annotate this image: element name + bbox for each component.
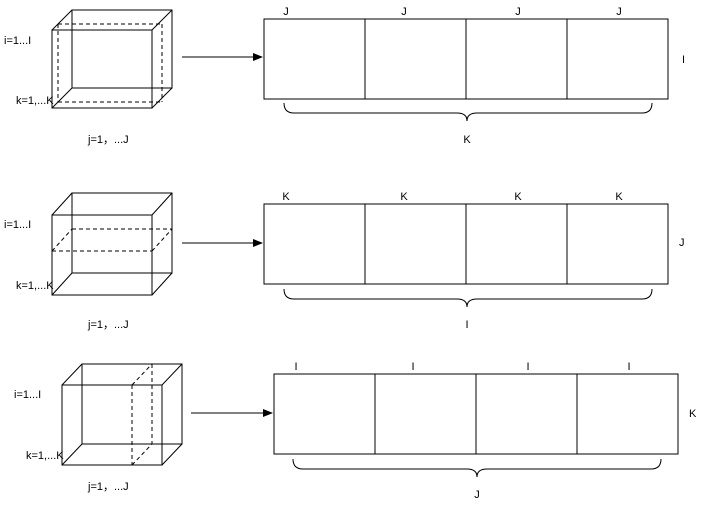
row-1-cube [51, 9, 173, 109]
row-2-block-label-3: K [514, 191, 522, 203]
row-2-cube-back [71, 192, 173, 274]
row-1-cube-edge [151, 9, 173, 31]
row-1-cube-edge [51, 87, 73, 109]
row-2-side-label: J [679, 237, 685, 249]
row-3-j-label: j=1，...J [87, 481, 129, 493]
row-1-i-label: i=1...I [4, 35, 31, 47]
row-2-block-label-2: K [400, 191, 408, 203]
row-2-block-4 [566, 203, 669, 285]
row-1-block-label-3: J [515, 6, 521, 18]
row-1-brace [283, 102, 653, 122]
row-1-brace-label: K [463, 134, 471, 146]
row-3-block-label-3: I [526, 361, 529, 373]
row-3-block-1 [273, 373, 376, 455]
row-3-brace-label: J [474, 489, 480, 501]
row-1-slice-plane [57, 23, 163, 103]
row-1-j-label: j=1，...J [87, 134, 129, 146]
row-3-blocks [273, 373, 679, 455]
row-3-cube-front [61, 384, 163, 466]
row-3-cube-back [81, 363, 183, 445]
row-2-brace [283, 288, 653, 308]
row-2-k-label: k=1,...K [16, 280, 54, 292]
row-1: i=1...I k=1,...K j=1，...J J J J J I K [4, 6, 685, 146]
row-3-block-3 [475, 373, 578, 455]
row-1-block-label-1: J [283, 6, 289, 18]
row-3-block-2 [374, 373, 477, 455]
row-1-cube-edge [51, 9, 73, 31]
row-2-block-1 [263, 203, 366, 285]
row-2-block-2 [364, 203, 467, 285]
row-2-cube-edge [151, 272, 173, 296]
row-3-cube-edge [61, 363, 83, 386]
row-1-block-2 [364, 18, 467, 100]
row-3-cube-edge [61, 443, 83, 466]
row-3-slice-plane [131, 363, 153, 466]
row-2-block-label-1: K [282, 191, 290, 203]
row-3-side-label: K [689, 408, 697, 420]
row-1-block-label-2: J [401, 6, 407, 18]
row-2: i=1...I k=1,...K j=1，...J K K K K J I [4, 191, 685, 331]
row-2-brace-label: I [465, 319, 468, 331]
row-3-brace [292, 458, 662, 478]
row-2-blocks [263, 203, 669, 285]
row-3-block-4 [576, 373, 679, 455]
row-2-cube-edge [151, 192, 173, 216]
row-1-k-label: k=1,...K [16, 95, 54, 107]
row-3-i-label: i=1...I [14, 389, 41, 401]
row-3-k-label: k=1,...K [26, 450, 64, 462]
row-2-cube [51, 192, 173, 296]
row-2-block-label-4: K [615, 191, 623, 203]
row-2-cube-edge [51, 192, 73, 216]
row-3-cube-edge [161, 443, 183, 466]
row-1-block-3 [465, 18, 568, 100]
row-2-cube-front [51, 214, 153, 296]
row-3: i=1...I k=1,...K j=1，...J I I I I K J [14, 361, 697, 501]
row-2-block-3 [465, 203, 568, 285]
row-1-blocks [263, 18, 669, 100]
row-3-cube [61, 363, 183, 466]
row-2-j-label: j=1，...J [87, 319, 129, 331]
row-3-block-label-4: I [627, 361, 630, 373]
row-1-block-1 [263, 18, 366, 100]
row-1-cube-back [71, 9, 173, 89]
row-3-cube-edge [161, 363, 183, 386]
row-2-cube-edge [51, 272, 73, 296]
row-1-block-4 [566, 18, 669, 100]
row-3-block-label-2: I [411, 361, 414, 373]
row-1-side-label: I [682, 54, 685, 66]
row-1-block-label-4: J [616, 6, 622, 18]
row-1-cube-front [51, 29, 153, 109]
row-3-block-label-1: I [294, 361, 297, 373]
row-2-i-label: i=1...I [4, 219, 31, 231]
row-2-slice-plane [51, 228, 173, 252]
